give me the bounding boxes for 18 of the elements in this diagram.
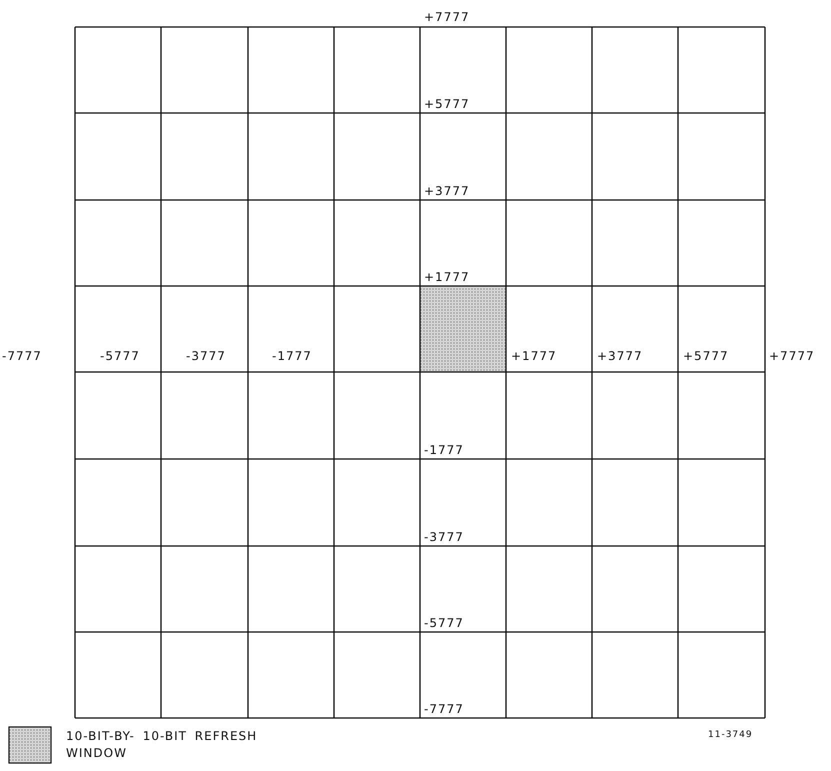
axis-value: +3777 bbox=[597, 349, 643, 363]
legend-text: 10-BIT-BY- 10-BIT REFRESH WINDOW bbox=[66, 728, 258, 762]
axis-value: +3777 bbox=[424, 184, 470, 198]
axis-value: -3777 bbox=[424, 530, 464, 544]
axis-value: -7777 bbox=[424, 702, 464, 716]
axis-value: -5777 bbox=[424, 616, 464, 630]
axis-value: -1777 bbox=[424, 443, 464, 457]
axis-value: +5777 bbox=[424, 97, 470, 111]
figure-number: 11-3749 bbox=[708, 729, 753, 742]
axis-value: +5777 bbox=[683, 349, 729, 363]
axis-value: -1777 bbox=[272, 349, 312, 363]
axis-value: +7777 bbox=[769, 349, 815, 363]
axis-value: +7777 bbox=[424, 10, 470, 24]
axis-value: +1777 bbox=[511, 349, 557, 363]
axis-value: +1777 bbox=[424, 270, 470, 284]
axis-value: -3777 bbox=[186, 349, 226, 363]
axis-value: -7777 bbox=[2, 349, 42, 363]
axis-value: -5777 bbox=[100, 349, 140, 363]
